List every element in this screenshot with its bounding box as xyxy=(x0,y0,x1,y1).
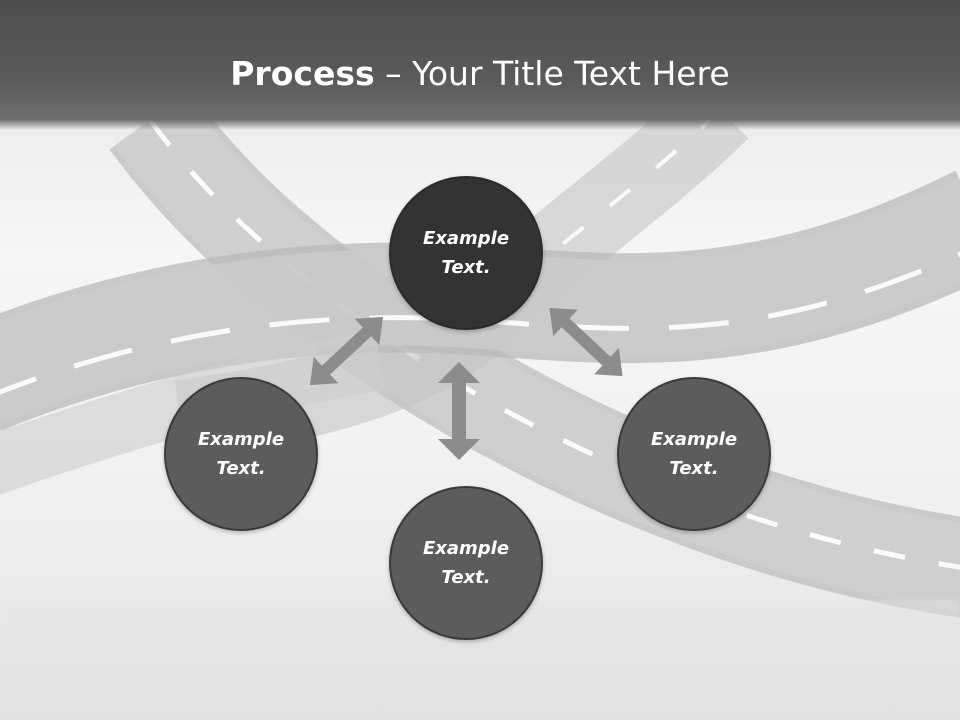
double-arrow-icon xyxy=(549,307,623,377)
center-node-label: Example Text. xyxy=(422,228,510,278)
title-bold: Process xyxy=(230,54,375,93)
double-arrow-icon xyxy=(438,362,480,460)
double-arrow-icon xyxy=(309,316,384,386)
bottom-node[interactable]: Example Text. xyxy=(389,486,543,640)
bottom-node-label: Example Text. xyxy=(422,538,510,588)
title-bar xyxy=(0,0,960,130)
slide-title: Process – Your Title Text Here xyxy=(0,52,960,96)
left-node-label: Example Text. xyxy=(197,429,285,479)
left-node[interactable]: Example Text. xyxy=(164,377,318,531)
center-node[interactable]: Example Text. xyxy=(389,176,543,330)
right-node-label: Example Text. xyxy=(650,429,738,479)
title-rest: – Your Title Text Here xyxy=(374,54,730,93)
right-node[interactable]: Example Text. xyxy=(617,377,771,531)
